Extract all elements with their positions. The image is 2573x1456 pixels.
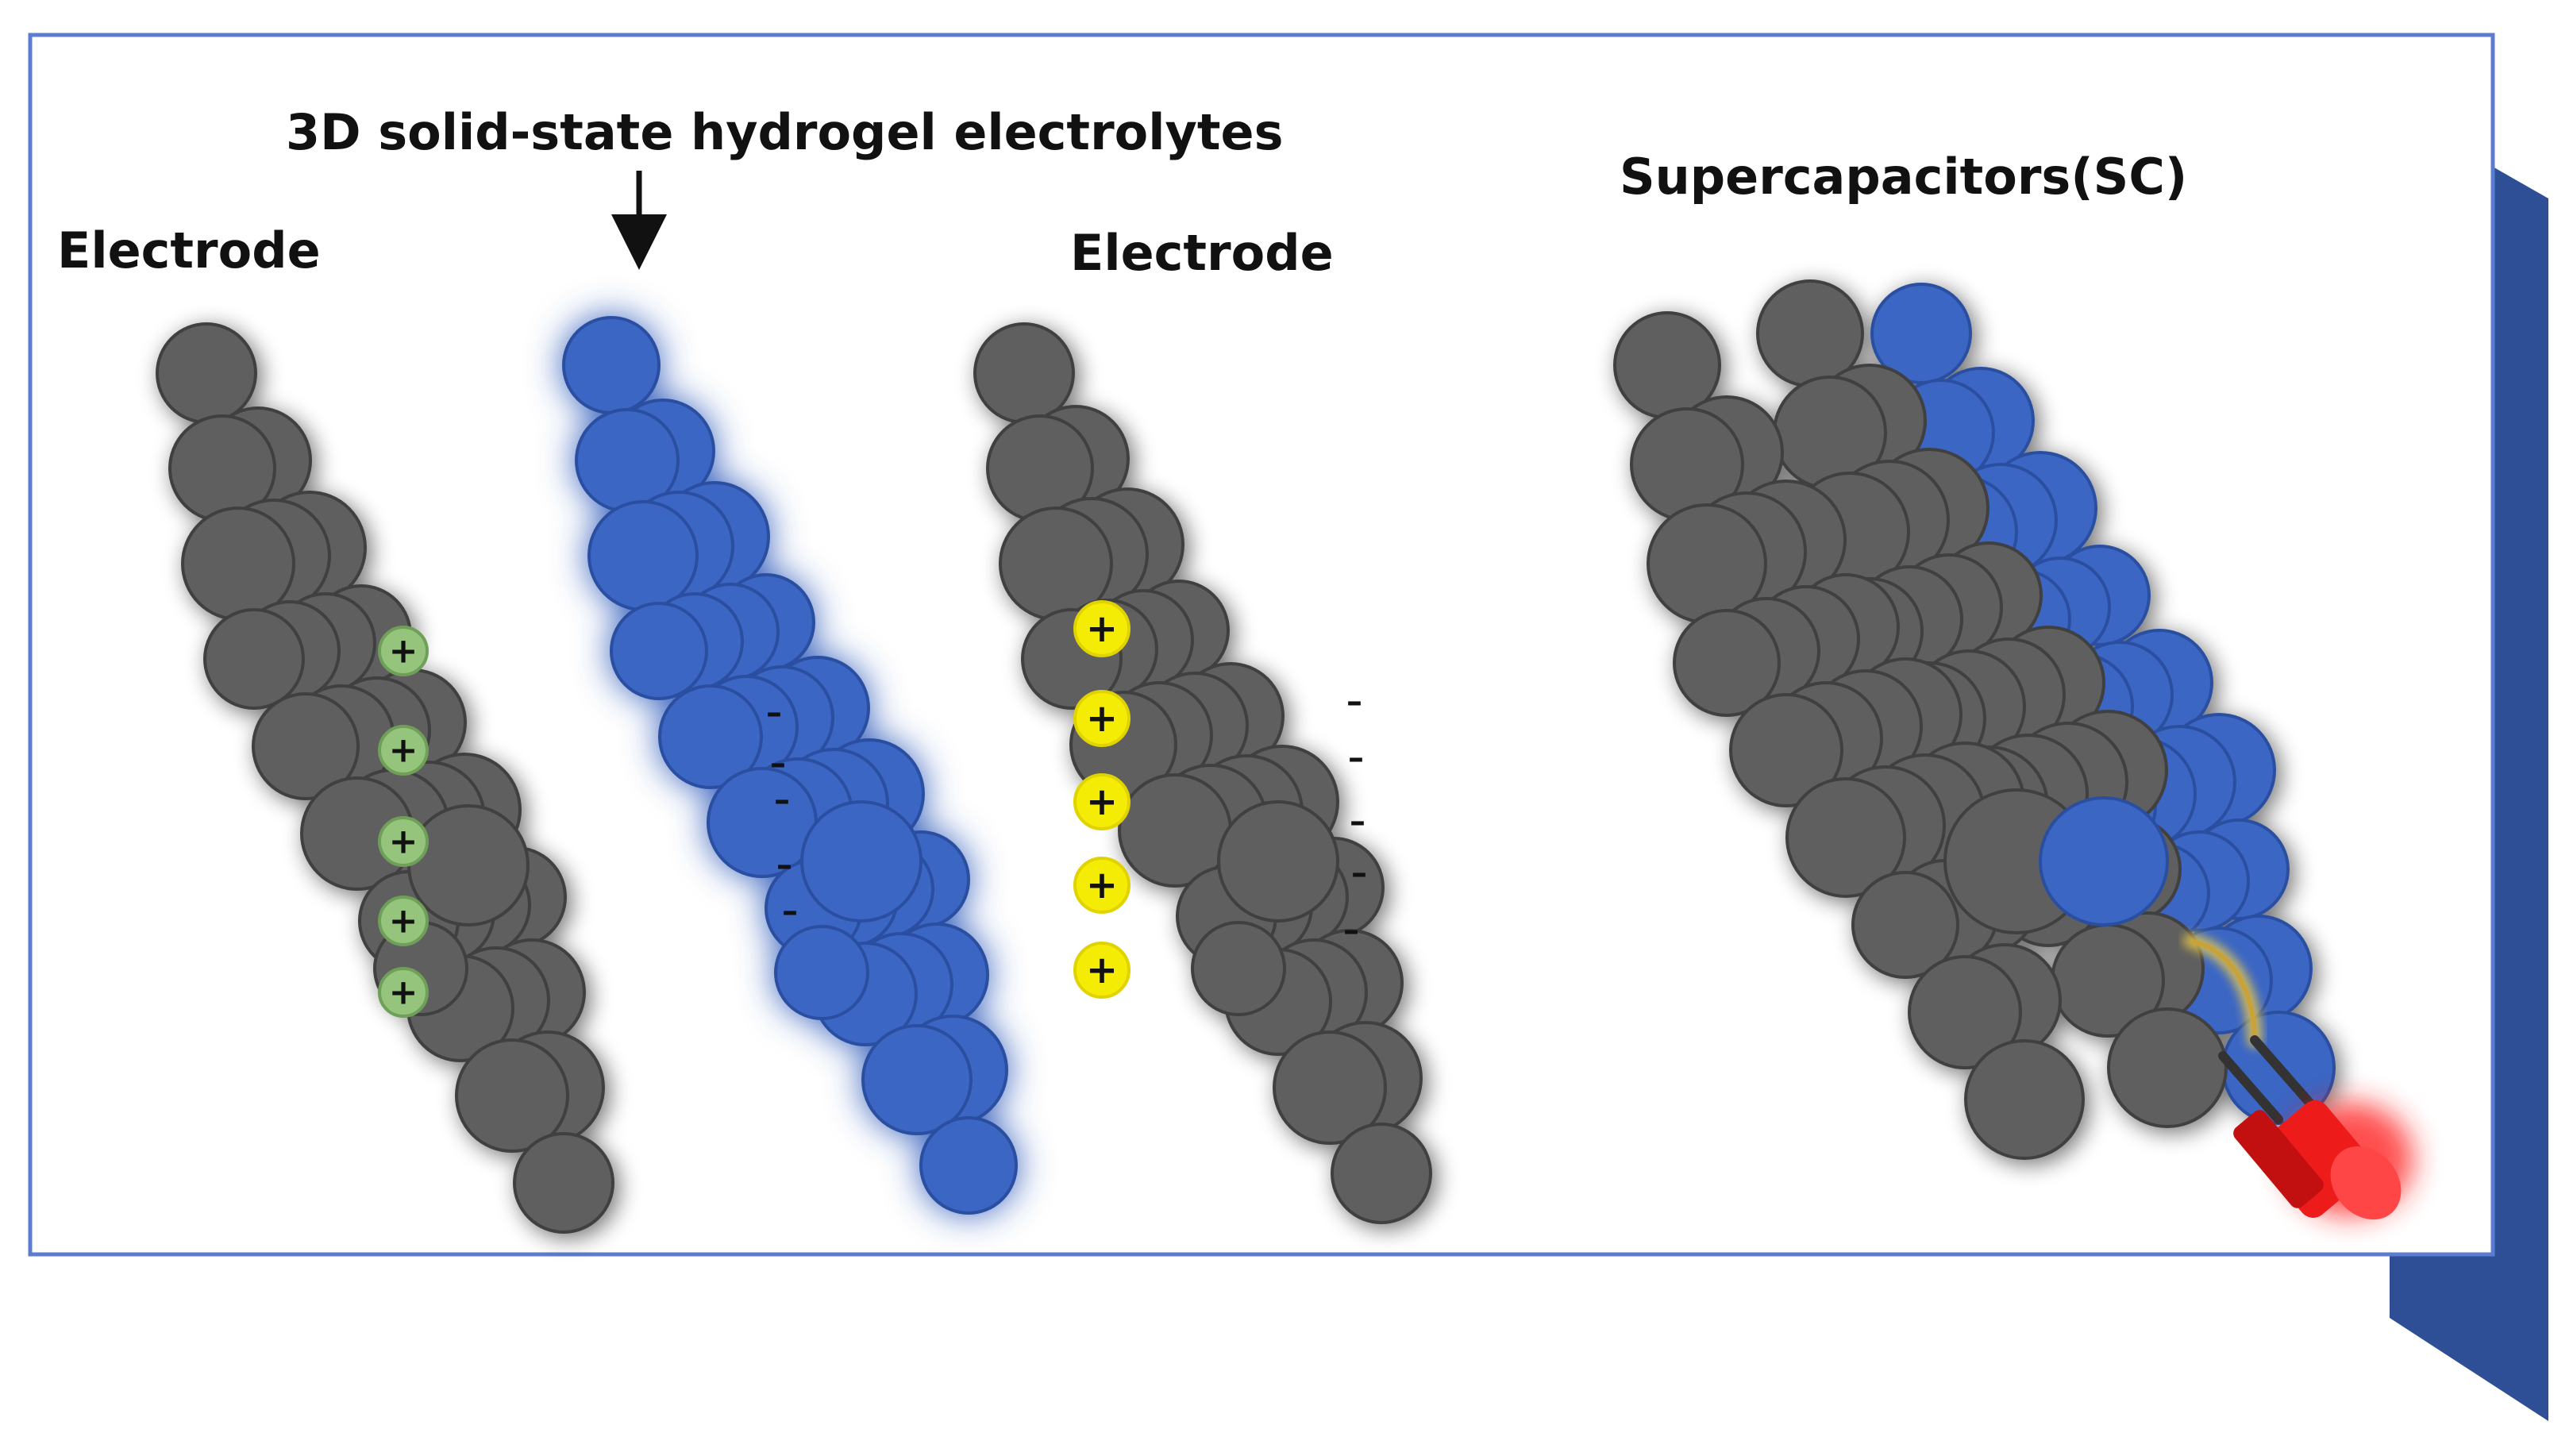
negative-sign: – [782,893,798,930]
positive-sign: + [389,730,418,771]
sc-electrode-particle [1673,609,1781,717]
electrode-particle [156,322,257,424]
hydrogel-electrolyte-particles [562,316,1018,1215]
electrolyte-particle [587,500,699,611]
electrolyte-particle [800,800,923,923]
electrode-particle [455,1038,569,1153]
electrode-particle [1191,921,1286,1016]
electrode-right-label: Electrode [1070,224,1334,282]
electrode-right-particles [973,322,1432,1224]
electrode-particle [1217,800,1339,923]
negative-sign: – [776,847,792,884]
positive-ions-right: + + + + + [1073,600,1131,999]
electrode-particle [1273,1030,1387,1145]
positive-ion-icon [1073,857,1131,914]
electrolyte-particle [861,1024,973,1135]
sc-electrode-particle [1964,1039,2085,1160]
electrode-particle [513,1132,614,1234]
negative-charges-right: – – – – – [1343,684,1367,949]
sc-electrode-particle [1908,955,2022,1069]
led-icon [2183,933,2413,1220]
electrolyte-particle [707,767,818,878]
positive-ion-icon [378,626,429,676]
electrode-particle [252,692,360,800]
positive-ions-left: + + + + + [378,626,429,1018]
negative-sign: – [774,782,790,819]
electrolyte-particle [774,925,869,1020]
positive-sign: + [389,822,418,862]
positive-ion-icon [378,896,429,946]
positive-sign: + [1086,780,1118,824]
sc-electrode-particle [1729,693,1843,807]
hydrogel-electrolyte-label: 3D solid-state hydrogel electrolytes [286,103,1284,161]
electrolyte-particle [610,602,708,700]
electrode-particle [407,804,530,926]
sc-electrode-particle [1785,777,1906,898]
supercapacitor-label: Supercapacitors(SC) [1620,148,2188,206]
negative-sign: – [1351,855,1367,892]
positive-sign: + [389,631,418,672]
sc-electrolyte-particle [2039,796,2169,926]
frame-3d-side [2390,167,2548,1421]
positive-ion-icon [1073,773,1131,830]
positive-ion-icon [378,816,429,867]
electrolyte-particle [658,684,763,789]
negative-charges-hydrogel: ––––– [766,695,798,930]
electrode-particle [203,608,305,710]
positive-ion-icon [1073,690,1131,747]
negative-sign: – [1343,912,1359,949]
electrolyte-particle [919,1116,1018,1215]
negative-sign: – [1348,740,1364,776]
negative-sign: – [770,745,786,782]
electrode-left-label: Electrode [57,221,321,279]
negative-sign: – [766,695,782,731]
positive-ion-icon [378,725,429,776]
positive-ion-icon [1073,942,1131,999]
positive-sign: + [389,901,418,942]
positive-sign: + [389,973,418,1013]
sc-electrode-particle [2107,1007,2228,1128]
electrode-particle [1331,1123,1432,1224]
positive-ion-icon [378,967,429,1018]
positive-ion-icon [1073,600,1131,657]
negative-sign: – [1350,803,1365,840]
positive-sign: + [1086,607,1118,651]
electrolyte-particle [562,316,661,414]
positive-sign: + [1086,948,1118,992]
negative-sign: – [1346,684,1362,720]
positive-sign: + [1086,696,1118,741]
electrode-particle [973,322,1075,424]
sc-electrode-particle [1851,871,1959,979]
supercapacitor-assembly [1613,279,2336,1160]
positive-sign: + [1086,863,1118,907]
